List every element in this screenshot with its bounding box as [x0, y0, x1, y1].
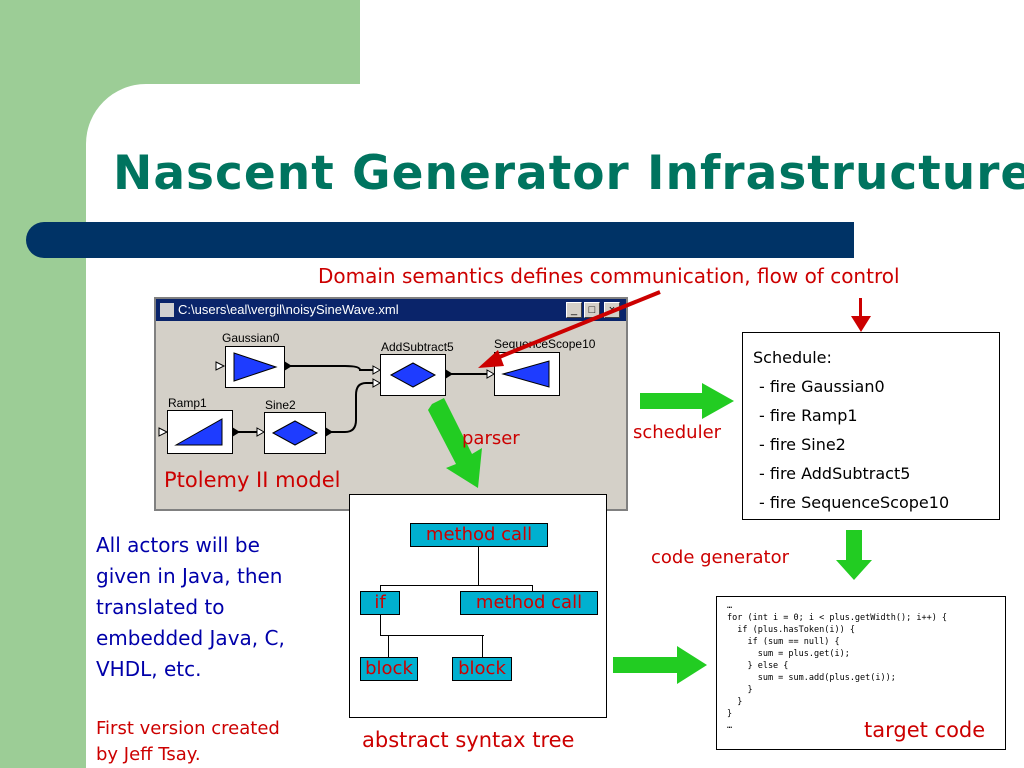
ast-edge — [482, 635, 483, 657]
target-code-label: target code — [864, 718, 986, 742]
ast-node-if: if — [360, 591, 400, 615]
ast-node-block: block — [360, 657, 418, 681]
schedule-heading: Schedule: — [753, 348, 832, 367]
code-line: … — [727, 721, 733, 731]
minimize-button[interactable]: _ — [566, 302, 582, 318]
credit-note: First version created by Jeff Tsay. — [96, 716, 280, 768]
ast-node-method-call-root: method call — [410, 523, 548, 547]
actor-addsubtract[interactable] — [380, 354, 446, 396]
code-line: } — [727, 685, 753, 695]
green-arrow-parser — [428, 398, 482, 488]
ast-edge — [532, 585, 533, 591]
ast-edge — [388, 635, 389, 657]
code-line: } — [727, 709, 733, 719]
gaussian-icon — [233, 352, 278, 382]
scheduler-label: scheduler — [633, 422, 722, 443]
ast-box: method call if method call block block — [349, 494, 607, 718]
actors-note-line: translated to — [96, 595, 225, 619]
actor-label-gaussian: Gaussian0 — [222, 331, 280, 345]
window-title: C:\users\eal\vergil\noisySineWave.xml — [178, 302, 399, 317]
code-line: } — [727, 697, 743, 707]
window-titlebar[interactable]: C:\users\eal\vergil\noisySineWave.xml _ … — [156, 299, 626, 321]
actor-label-addsubtract: AddSubtract5 — [381, 340, 454, 354]
ast-edge — [380, 585, 381, 591]
ast-edge — [380, 635, 484, 636]
code-line: sum = plus.get(i); — [727, 649, 850, 659]
addsubtract-icon — [389, 362, 437, 388]
red-arrow-down-head — [851, 316, 871, 332]
schedule-box: Schedule: - fire Gaussian0 - fire Ramp1 … — [742, 332, 1000, 520]
green-arrow-ast-to-code — [613, 646, 707, 684]
actor-label-sine: Sine2 — [265, 398, 296, 412]
sine-icon — [271, 420, 319, 446]
parser-label: parser — [462, 428, 520, 449]
code-line: if (sum == null) { — [727, 637, 840, 647]
schedule-item: - fire Ramp1 — [759, 406, 858, 425]
actor-sine[interactable] — [264, 412, 326, 454]
ast-label: abstract syntax tree — [362, 728, 575, 752]
code-line: for (int i = 0; i < plus.getWidth(); i++… — [727, 613, 948, 623]
actors-note-line: All actors will be — [96, 533, 260, 557]
actors-note-line: VHDL, etc. — [96, 657, 202, 681]
actors-note-line: embedded Java, C, — [96, 626, 285, 650]
actors-note-line: given in Java, then — [96, 564, 283, 588]
domain-semantics-note: Domain semantics defines communication, … — [318, 264, 900, 288]
ast-node-method-call: method call — [460, 591, 598, 615]
ast-edge — [380, 615, 381, 635]
code-line: if (plus.hasToken(i)) { — [727, 625, 855, 635]
schedule-item: - fire AddSubtract5 — [759, 464, 911, 483]
ptolemy-window[interactable]: C:\users\eal\vergil\noisySineWave.xml _ … — [154, 297, 628, 511]
target-code-box: … for (int i = 0; i < plus.getWidth(); i… — [716, 596, 1006, 750]
red-pointer-arrow — [478, 290, 661, 368]
ramp-icon — [174, 418, 223, 446]
scope-icon — [501, 360, 550, 388]
green-arrow-scheduler — [640, 383, 734, 419]
code-line: sum = sum.add(plus.get(i)); — [727, 673, 896, 683]
ast-edge — [478, 547, 479, 585]
schedule-item: - fire Sine2 — [759, 435, 846, 454]
actor-scope[interactable] — [494, 352, 560, 396]
actor-ramp[interactable] — [167, 410, 233, 454]
credit-line: by Jeff Tsay. — [96, 744, 201, 765]
ast-node-block: block — [452, 657, 512, 681]
actors-note: All actors will be given in Java, then t… — [96, 530, 285, 685]
code-line: … — [727, 601, 733, 611]
ast-edge — [380, 585, 532, 586]
credit-line: First version created — [96, 718, 280, 739]
green-arrow-codegen — [836, 530, 872, 580]
schedule-item: - fire SequenceScope10 — [759, 493, 950, 512]
slide-title: Nascent Generator Infrastructure — [113, 146, 1024, 201]
code-line: } else { — [727, 661, 789, 671]
top-white-area — [360, 0, 1024, 84]
actor-label-ramp: Ramp1 — [168, 396, 207, 410]
schedule-item: - fire Gaussian0 — [759, 377, 885, 396]
title-underline-bar — [26, 222, 854, 258]
app-icon — [160, 303, 174, 317]
ptolemy-model-label: Ptolemy II model — [164, 468, 341, 492]
code-generator-label: code generator — [651, 547, 790, 568]
red-arrow-down-shaft — [859, 298, 862, 320]
